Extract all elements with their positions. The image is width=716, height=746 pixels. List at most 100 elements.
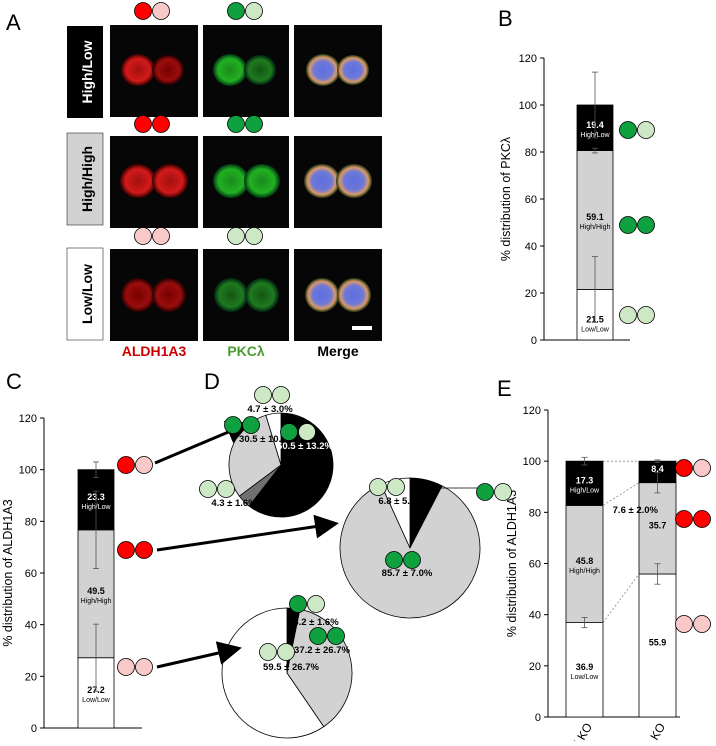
chart-d: 60.5 ± 13.2%30.5 ± 10.2% 4.3 ± 1.6% 4.7 ± … [211,404,659,739]
y-tick-label: 100 [19,465,37,477]
e-dot-high-low-left [675,459,693,477]
y-axis-label: % distribution of ALDH1A3 [1,499,15,646]
d1-dot-high-low-right [298,423,316,441]
pie-label: 3.2 ± 1.6% [293,617,339,628]
d3-dot-high-low-left [289,595,307,613]
d2-dot-low-low-right [387,478,405,496]
row-label-low-low: Low/Low [66,247,104,341]
y-tick-label: 60 [525,194,537,206]
d1-dot-high-high-right [242,416,260,434]
column-label-merge: Merge [317,343,358,359]
pie-label: 4.7 ± 3.0% [247,404,293,415]
c-dot-high-high-left [117,541,135,559]
b-dot-high-high-right [637,216,655,234]
column-label-aldh1a3: ALDH1A3 [122,343,187,359]
y-tick-label: 40 [529,610,541,622]
b-dot-low-low-right [637,306,655,324]
d2-dot-high-low-left [476,483,494,501]
d1-dot-low-low-right [272,386,290,404]
d3-dot-low-low-left [259,643,277,661]
panel-letter-c: C [6,369,22,394]
row-label-high-high: High/High [66,132,104,226]
segment-name: High/Low [580,132,610,139]
d2-dot-high-high-right [403,551,421,569]
leader-line [289,607,297,623]
y-tick-label: 40 [25,620,37,632]
d3-dot-high-low-right [307,595,325,613]
y-tick-label: 0 [535,712,541,724]
row-label-high-low: High/Low [67,26,103,118]
data-label: 36.9 [576,662,594,672]
d1-dot-high-low-left [280,423,298,441]
svg-text:High/High: High/High [79,146,95,212]
segment-name: High/High [569,568,600,575]
data-label: 8.4 [651,464,664,474]
panel-a-dots [134,2,263,245]
y-tick-label: 20 [525,288,537,300]
b-dot-low-low-left [619,306,637,324]
y-tick-label: 20 [25,671,37,683]
y-tick-label: 60 [25,568,37,580]
y-tick-label: 0 [31,723,37,735]
y-tick-label: 0 [531,335,537,347]
segment-name: Low/Low [571,674,600,681]
pie-label: 4.3 ± 1.6% [211,498,257,509]
scale-bar [352,326,372,330]
x-tick-label: Ctrl KO [563,721,595,742]
c-dot-low-low-left [117,658,135,676]
pie-label: 60.5 ± 13.2% [277,441,333,452]
e-dot-high-low-right [693,459,711,477]
b-dot-high-high-left [619,216,637,234]
b-dot-high-low-right [637,121,655,139]
micrograph-grid [110,25,382,341]
d3-dot-high-high-right [327,627,345,645]
chart-c: 0 20 40 60 80 100 120 % distribution of ALDH1A3… [1,413,142,735]
data-label: 59.1 [586,212,604,222]
x-tick-label: PKCλ KO [630,721,668,742]
c-dot-low-low-right [135,658,153,676]
svg-text:Low/Low: Low/Low [79,264,95,324]
svg-text:High/Low: High/Low [79,40,95,103]
segment-name: Low/Low [581,327,610,334]
data-label: 17.3 [576,475,594,485]
annotation-dots [117,121,711,676]
y-tick-label: 80 [529,507,541,519]
column-label-pkc: PKCλ [227,343,265,359]
pie-label: 37.2 ± 26.7% [294,645,350,656]
y-tick-label: 40 [525,241,537,253]
pie-slice [221,607,325,739]
panel-letter-b: B [498,6,513,31]
d3-dot-low-low-right [277,643,295,661]
y-axis-label: % distribution of PKCλ [499,136,513,261]
y-tick-label: 80 [525,147,537,159]
e-dot-low-low-right [693,615,711,633]
segment-name: High/High [81,598,112,605]
e-dot-low-low-left [675,615,693,633]
data-label: 35.7 [649,520,667,530]
segment-name: High/Low [81,504,111,511]
panel-letter-a: A [6,10,21,35]
pie-slice [265,412,282,466]
y-tick-label: 60 [529,559,541,571]
bar-segment-high-high [638,482,677,575]
d3-dot-high-high-left [309,627,327,645]
d1-dot-low-low-left [254,386,272,404]
c-dot-high-high-right [135,541,153,559]
pie-label: 7.6 ± 2.0% [613,505,659,516]
bar-segment-high-low [565,460,604,506]
segment-name: High/Low [570,487,600,494]
leader-line [414,487,482,531]
panel-letter-d: D [204,369,220,394]
y-tick-label: 80 [25,516,37,528]
c-dot-high-low-right [135,456,153,474]
y-tick-label: 120 [19,413,37,425]
data-label: 49.5 [87,586,105,596]
d1-dot-low-low-b-right [217,480,235,498]
y-tick-label: 120 [519,53,537,65]
e-dot-high-high-right [693,510,711,528]
y-tick-label: 100 [519,100,537,112]
pie-label: 30.5 ± 10.2% [239,434,295,445]
pie-label: 59.5 ± 26.7% [263,662,319,673]
d1-dot-high-high-left [224,416,242,434]
